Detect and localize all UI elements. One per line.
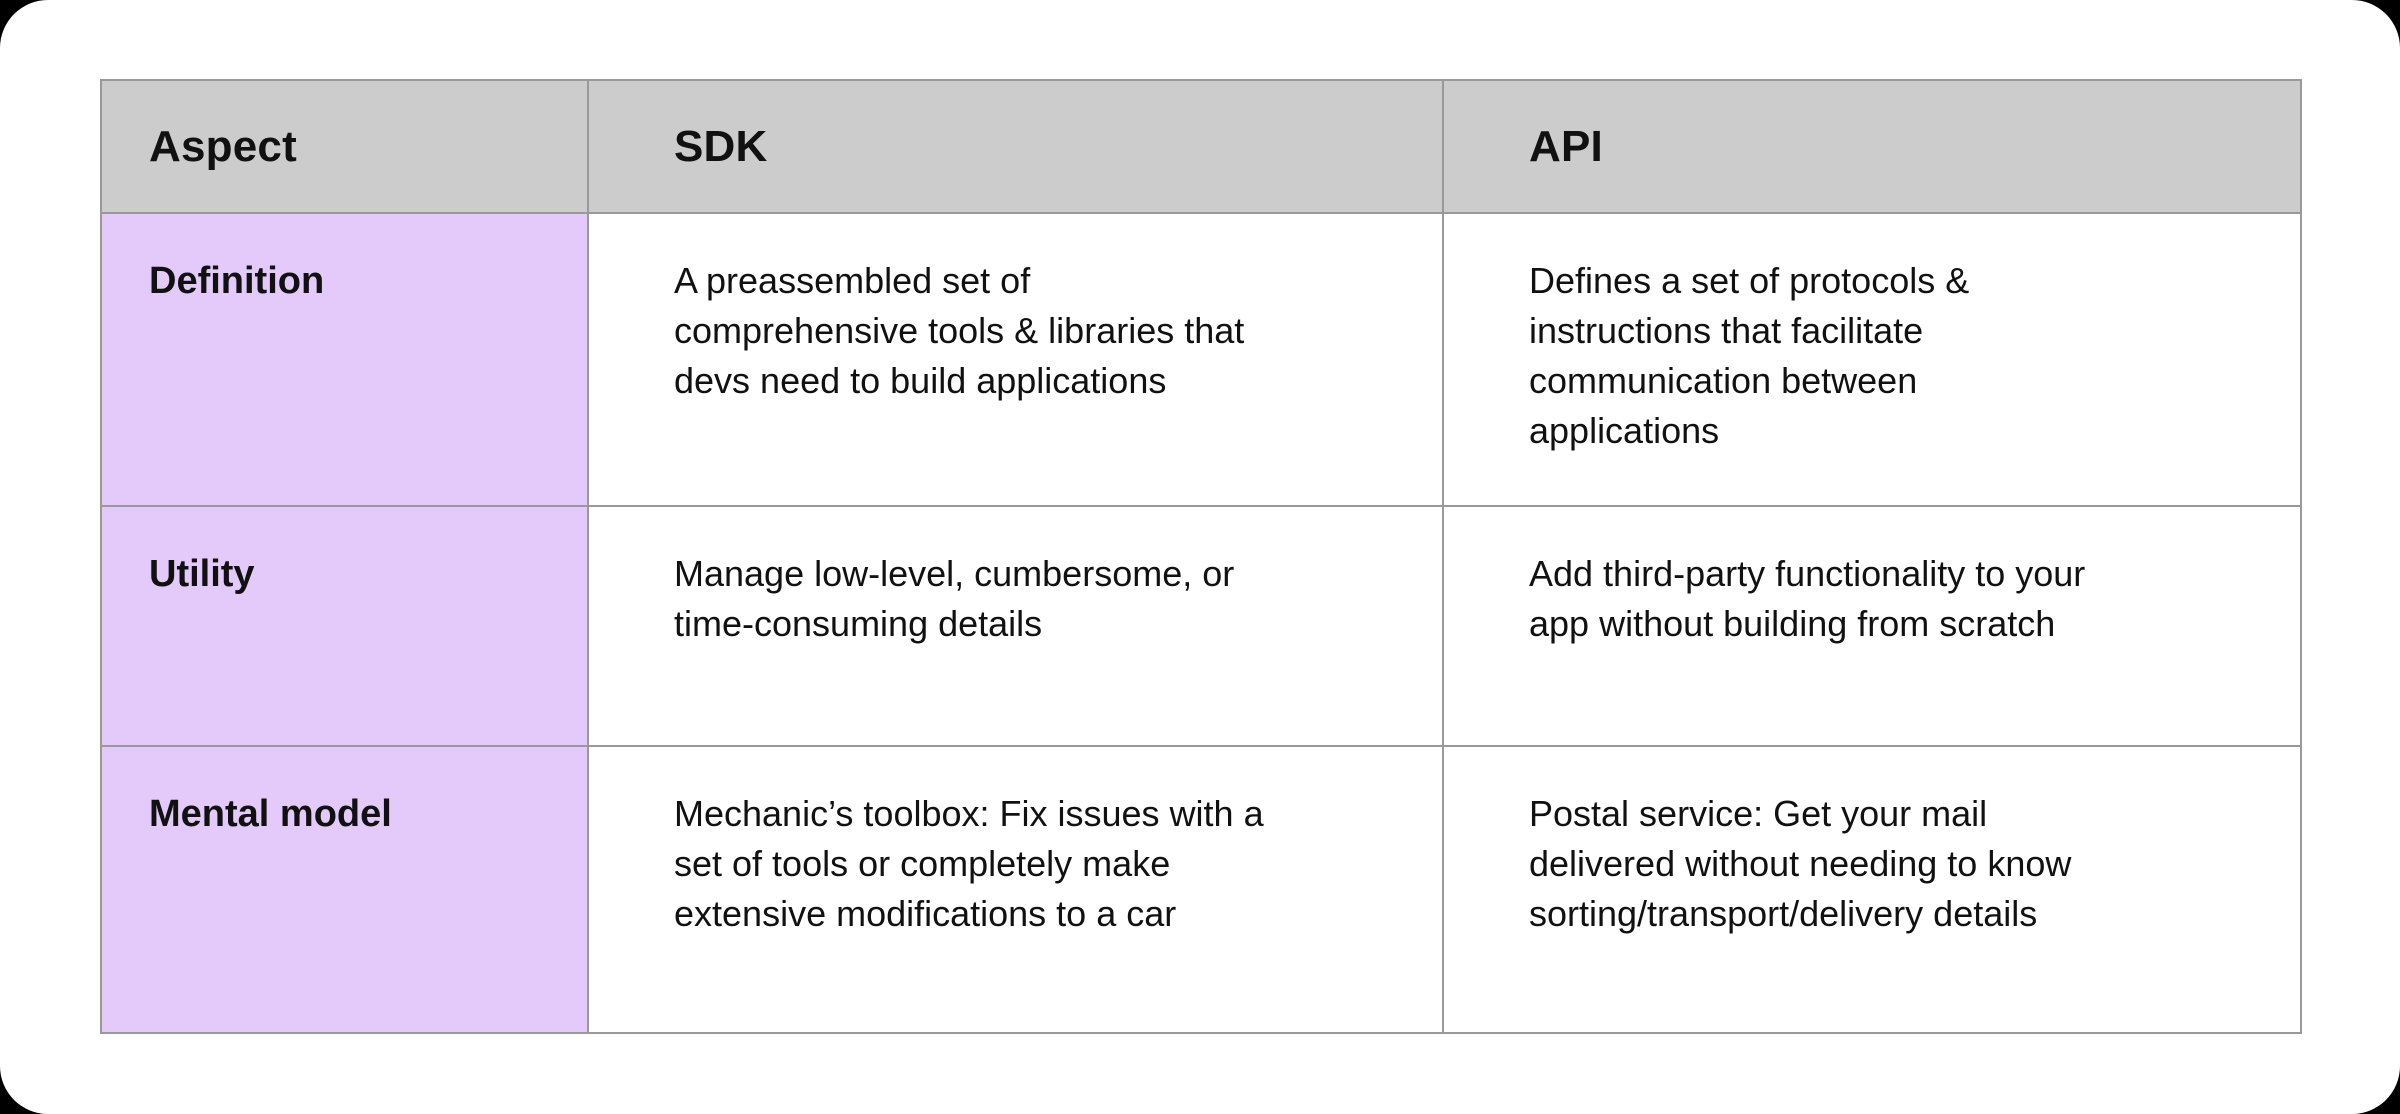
comparison-table: Aspect SDK API Definition A preassembled…: [100, 79, 2302, 1034]
column-header-sdk: SDK: [587, 79, 1444, 214]
cell-utility-api: Add third-party functionality to your ap…: [1442, 505, 2302, 747]
cell-mental-model-sdk: Mechanic’s toolbox: Fix issues with a se…: [587, 745, 1444, 1034]
column-header-api: API: [1442, 79, 2302, 214]
row-label-utility: Utility: [100, 505, 589, 747]
cell-definition-api: Defines a set of protocols & instruction…: [1442, 212, 2302, 507]
cell-mental-model-api: Postal service: Get your mail delivered …: [1442, 745, 2302, 1034]
cell-utility-sdk: Manage low-level, cumbersome, or time-co…: [587, 505, 1444, 747]
table-row-utility: Utility Manage low-level, cumbersome, or…: [100, 505, 2302, 747]
cell-definition-sdk: A preassembled set of comprehensive tool…: [587, 212, 1444, 507]
table-row-definition: Definition A preassembled set of compreh…: [100, 212, 2302, 507]
header-row: Aspect SDK API: [100, 79, 2302, 214]
column-header-aspect: Aspect: [100, 79, 589, 214]
table-row-mental-model: Mental model Mechanic’s toolbox: Fix iss…: [100, 745, 2302, 1034]
row-label-mental-model: Mental model: [100, 745, 589, 1034]
row-label-definition: Definition: [100, 212, 589, 507]
